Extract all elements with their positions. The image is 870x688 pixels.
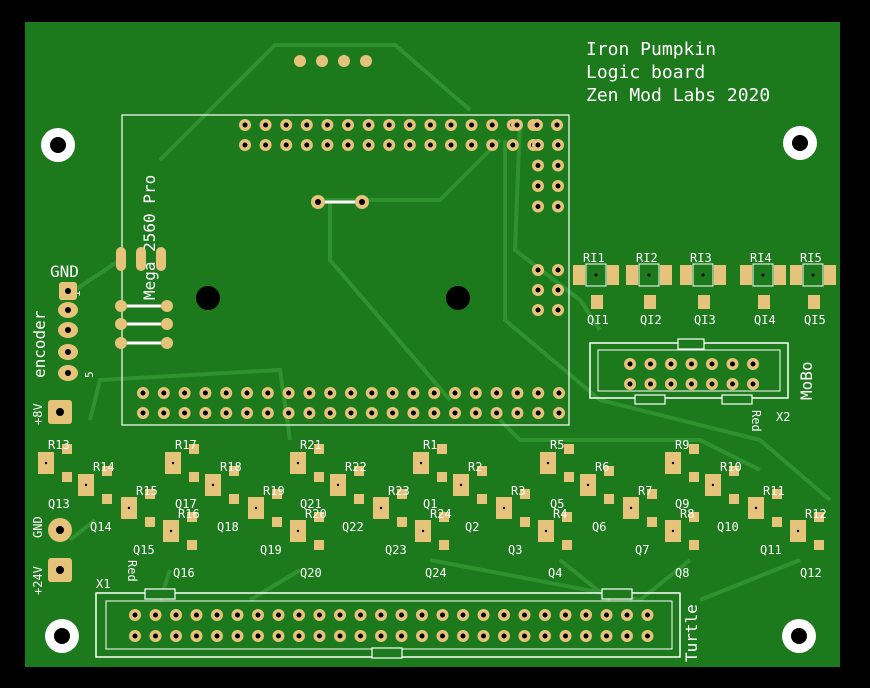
turtle-ref: X1	[96, 577, 110, 591]
jumper	[311, 195, 369, 209]
power-pads: +8V GND +24V	[31, 400, 72, 595]
svg-text:R3: R3	[511, 484, 525, 498]
svg-text:Q12: Q12	[800, 566, 822, 580]
svg-text:R10: R10	[720, 460, 742, 474]
power-8v-label: +8V	[31, 403, 45, 425]
svg-text:R23: R23	[388, 484, 410, 498]
top-header	[294, 55, 372, 67]
svg-text:R13: R13	[48, 438, 70, 452]
svg-text:Q8: Q8	[675, 566, 689, 580]
svg-text:R9: R9	[675, 438, 689, 452]
svg-text:R1: R1	[423, 438, 437, 452]
svg-text:R16: R16	[178, 507, 200, 521]
svg-text:Q10: Q10	[717, 520, 739, 534]
power-gnd-label: GND	[31, 516, 45, 538]
mobo-connector: MoBo X2 Red	[589, 338, 816, 432]
svg-text:Q2: Q2	[465, 520, 479, 534]
svg-text:R18: R18	[220, 460, 242, 474]
svg-text:R6: R6	[595, 460, 609, 474]
svg-text:Q1: Q1	[423, 497, 437, 511]
svg-text:R5: R5	[550, 438, 564, 452]
svg-text:R22: R22	[345, 460, 367, 474]
svg-text:R8: R8	[680, 507, 694, 521]
turtle-red-label: Red	[125, 560, 139, 582]
transistor-top-label: QI1	[587, 313, 609, 327]
svg-text:R24: R24	[430, 507, 452, 521]
resistor-label: RI1	[583, 251, 605, 265]
svg-text:R19: R19	[263, 484, 285, 498]
svg-text:Q16: Q16	[173, 566, 195, 580]
resistor-label: RI3	[690, 251, 712, 265]
mcu-side-pads	[115, 247, 173, 349]
mcu-pads	[137, 119, 565, 419]
encoder-pin5-label: 5	[83, 371, 96, 378]
svg-text:Q18: Q18	[217, 520, 239, 534]
turtle-connector: X1 Red Turtle	[95, 560, 701, 662]
svg-text:R11: R11	[763, 484, 785, 498]
driver-blocks: R13R14R15R16Q13Q14Q15Q16R17R18R19R20Q17Q…	[38, 438, 827, 580]
svg-text:Q23: Q23	[385, 543, 407, 557]
svg-text:R2: R2	[468, 460, 482, 474]
svg-text:R20: R20	[305, 507, 327, 521]
encoder-connector: GND 1 encoder 5	[30, 262, 96, 381]
svg-text:Q14: Q14	[90, 520, 112, 534]
resistor-label: RI2	[636, 251, 658, 265]
turtle-label: Turtle	[682, 604, 701, 662]
svg-text:Q11: Q11	[760, 543, 782, 557]
title-line-2: Logic board	[586, 62, 705, 83]
svg-text:Q20: Q20	[300, 566, 322, 580]
svg-text:Q3: Q3	[508, 543, 522, 557]
svg-text:Q19: Q19	[260, 543, 282, 557]
mcu-label: Mega 2560 Pro	[140, 175, 159, 300]
transistor-top-label: QI5	[804, 313, 826, 327]
svg-text:Q5: Q5	[550, 497, 564, 511]
svg-text:Q17: Q17	[175, 497, 197, 511]
svg-text:R17: R17	[175, 438, 197, 452]
svg-text:Q6: Q6	[592, 520, 606, 534]
svg-text:Q7: Q7	[635, 543, 649, 557]
mobo-red-label: Red	[749, 410, 763, 432]
svg-text:R15: R15	[136, 484, 158, 498]
transistor-top-label: QI4	[754, 313, 776, 327]
title-block: Iron Pumpkin Logic board Zen Mod Labs 20…	[586, 39, 770, 106]
svg-text:Q15: Q15	[133, 543, 155, 557]
mobo-label: MoBo	[797, 361, 816, 400]
encoder-label: encoder	[30, 310, 49, 378]
encoder-gnd-label: GND	[50, 262, 79, 281]
svg-text:Q9: Q9	[675, 497, 689, 511]
svg-text:Q22: Q22	[342, 520, 364, 534]
svg-text:R21: R21	[300, 438, 322, 452]
svg-text:R7: R7	[638, 484, 652, 498]
svg-text:R4: R4	[553, 507, 567, 521]
transistor-top-label: QI3	[694, 313, 716, 327]
svg-text:R14: R14	[93, 460, 115, 474]
title-line-1: Iron Pumpkin	[586, 39, 716, 60]
svg-text:Q24: Q24	[425, 566, 447, 580]
svg-text:R12: R12	[805, 507, 827, 521]
mounting-holes	[41, 126, 817, 653]
mobo-ref: X2	[776, 410, 790, 424]
resistor-label: RI5	[800, 251, 822, 265]
svg-text:Q21: Q21	[300, 497, 322, 511]
resistor-label: RI4	[750, 251, 772, 265]
title-line-3: Zen Mod Labs 2020	[586, 85, 770, 106]
power-24v-label: +24V	[31, 566, 45, 595]
svg-text:Q13: Q13	[48, 497, 70, 511]
transistor-top-label: QI2	[640, 313, 662, 327]
svg-text:Q4: Q4	[548, 566, 562, 580]
